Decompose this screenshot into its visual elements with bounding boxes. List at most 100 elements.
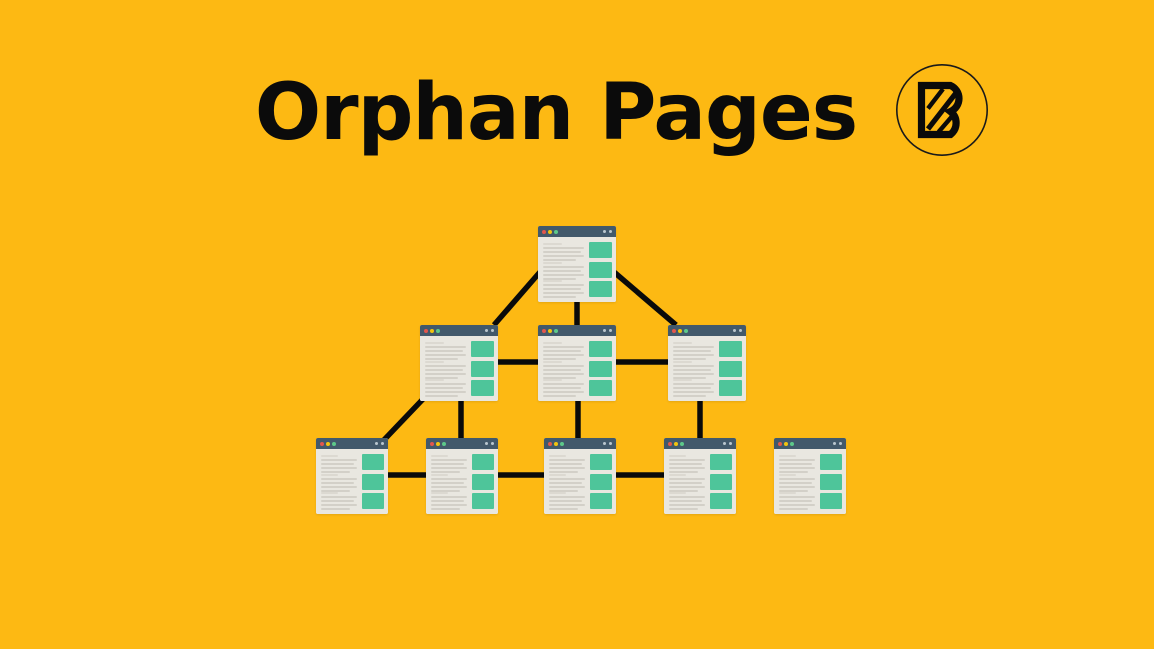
maximize-dot-icon[interactable] [332, 441, 336, 446]
forward-arrow-icon[interactable] [739, 329, 742, 332]
text-paragraph [543, 280, 584, 298]
minimize-dot-icon[interactable] [554, 441, 558, 446]
media-thumbnail[interactable] [710, 473, 732, 490]
media-thumbnail[interactable] [820, 473, 842, 490]
forward-arrow-icon[interactable] [609, 230, 612, 233]
minimize-dot-icon[interactable] [436, 441, 440, 446]
text-paragraph [669, 492, 705, 510]
minimize-dot-icon[interactable] [784, 441, 788, 446]
media-thumbnail[interactable] [471, 360, 494, 377]
media-thumbnail[interactable] [589, 341, 612, 357]
minimize-dot-icon[interactable] [326, 441, 330, 446]
page-node[interactable] [426, 438, 498, 514]
close-dot-icon[interactable] [424, 328, 428, 333]
content-line [425, 350, 463, 352]
page-node[interactable] [316, 438, 388, 514]
minimize-dot-icon[interactable] [678, 328, 682, 333]
minimize-dot-icon[interactable] [674, 441, 678, 446]
minimize-dot-icon[interactable] [430, 328, 434, 333]
back-arrow-icon[interactable] [603, 329, 606, 332]
page-node[interactable] [544, 438, 616, 514]
page-content-area [420, 336, 498, 401]
maximize-dot-icon[interactable] [554, 229, 558, 234]
media-thumbnail[interactable] [710, 493, 732, 509]
media-thumbnail[interactable] [820, 493, 842, 509]
close-dot-icon[interactable] [320, 441, 324, 446]
maximize-dot-icon[interactable] [680, 441, 684, 446]
back-arrow-icon[interactable] [603, 442, 606, 445]
back-arrow-icon[interactable] [603, 230, 606, 233]
maximize-dot-icon[interactable] [436, 328, 440, 333]
page-content-area [538, 336, 616, 401]
forward-arrow-icon[interactable] [839, 442, 842, 445]
maximize-dot-icon[interactable] [684, 328, 688, 333]
close-dot-icon[interactable] [542, 229, 546, 234]
close-dot-icon[interactable] [430, 441, 434, 446]
media-thumbnail[interactable] [589, 360, 612, 377]
forward-arrow-icon[interactable] [609, 442, 612, 445]
forward-arrow-icon[interactable] [491, 329, 494, 332]
media-thumbnail[interactable] [362, 493, 384, 509]
forward-arrow-icon[interactable] [729, 442, 732, 445]
minimize-dot-icon[interactable] [548, 328, 552, 333]
back-arrow-icon[interactable] [833, 442, 836, 445]
text-paragraph [779, 473, 815, 492]
close-dot-icon[interactable] [542, 328, 546, 333]
media-thumbnail[interactable] [710, 454, 732, 470]
media-thumbnail[interactable] [719, 341, 742, 357]
brand-b-logo[interactable] [895, 63, 989, 157]
media-thumbnail[interactable] [589, 261, 612, 278]
media-thumbnail[interactable] [590, 493, 612, 509]
content-line [669, 500, 703, 502]
media-thumbnail[interactable] [362, 473, 384, 490]
media-thumbnail[interactable] [589, 281, 612, 297]
media-thumbnail[interactable] [472, 454, 494, 470]
maximize-dot-icon[interactable] [560, 441, 564, 446]
media-thumbnail[interactable] [472, 493, 494, 509]
content-line [549, 496, 585, 498]
media-thumbnail[interactable] [471, 380, 494, 396]
media-thumbnail[interactable] [590, 454, 612, 470]
thumbnail-column [590, 453, 612, 510]
content-line [779, 496, 815, 498]
page-node[interactable] [538, 226, 616, 302]
close-dot-icon[interactable] [778, 441, 782, 446]
minimize-dot-icon[interactable] [548, 229, 552, 234]
page-node[interactable] [538, 325, 616, 401]
media-thumbnail[interactable] [590, 473, 612, 490]
media-thumbnail[interactable] [589, 380, 612, 396]
maximize-dot-icon[interactable] [790, 441, 794, 446]
maximize-dot-icon[interactable] [442, 441, 446, 446]
back-arrow-icon[interactable] [733, 329, 736, 332]
page-node[interactable] [664, 438, 736, 514]
back-arrow-icon[interactable] [485, 329, 488, 332]
window-control-dots [778, 441, 794, 446]
media-thumbnail[interactable] [589, 242, 612, 258]
back-arrow-icon[interactable] [375, 442, 378, 445]
media-thumbnail[interactable] [820, 454, 842, 470]
window-control-dots [672, 328, 688, 333]
close-dot-icon[interactable] [668, 441, 672, 446]
back-arrow-icon[interactable] [723, 442, 726, 445]
back-arrow-icon[interactable] [485, 442, 488, 445]
content-line [321, 500, 355, 502]
forward-arrow-icon[interactable] [491, 442, 494, 445]
forward-arrow-icon[interactable] [381, 442, 384, 445]
page-content-area [544, 449, 616, 514]
media-thumbnail[interactable] [719, 380, 742, 396]
content-line [549, 492, 566, 494]
text-paragraph [673, 360, 714, 379]
orphan-page-node[interactable] [774, 438, 846, 514]
close-dot-icon[interactable] [548, 441, 552, 446]
media-thumbnail[interactable] [471, 341, 494, 357]
page-node[interactable] [420, 325, 498, 401]
content-line [425, 372, 466, 375]
media-thumbnail[interactable] [472, 473, 494, 490]
media-thumbnail[interactable] [362, 454, 384, 470]
forward-arrow-icon[interactable] [609, 329, 612, 332]
close-dot-icon[interactable] [672, 328, 676, 333]
page-node[interactable] [668, 325, 746, 401]
maximize-dot-icon[interactable] [554, 328, 558, 333]
browser-nav-dots [833, 442, 842, 445]
media-thumbnail[interactable] [719, 360, 742, 377]
